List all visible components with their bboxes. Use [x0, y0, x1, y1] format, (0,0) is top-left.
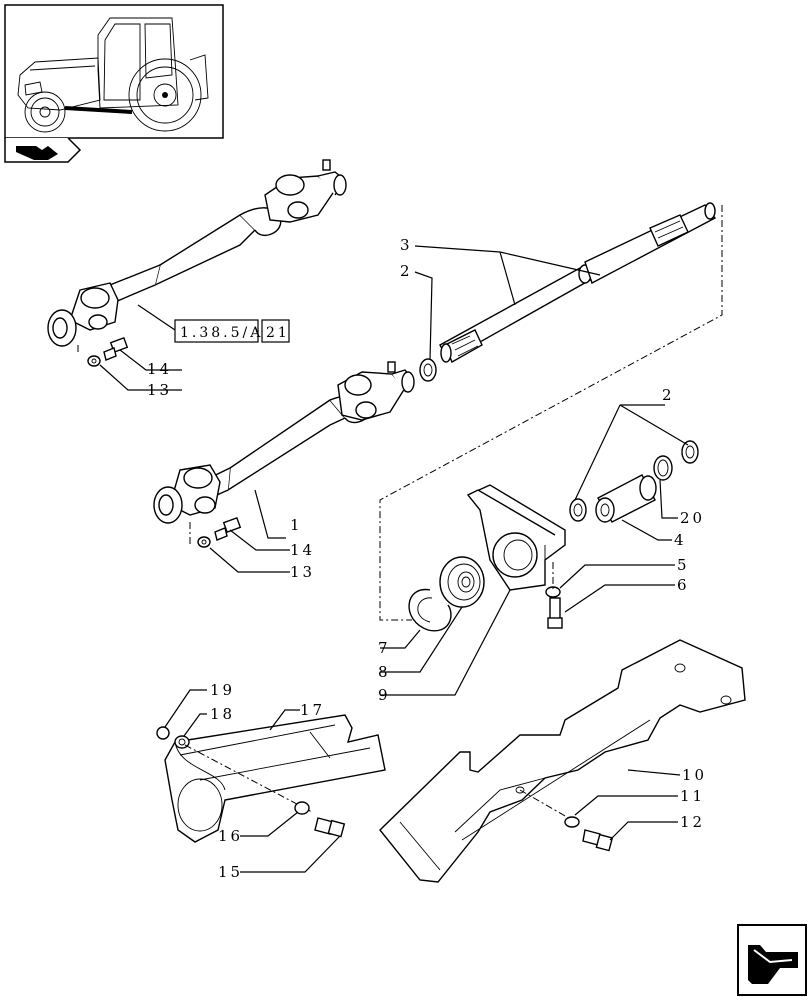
washer-13-lower[interactable] — [197, 536, 211, 548]
callout-10: 10 — [682, 766, 707, 784]
bolt-15[interactable] — [314, 817, 346, 838]
washer-11[interactable] — [564, 816, 580, 828]
circlip-2-end[interactable] — [681, 440, 699, 464]
shaft-guard-17[interactable] — [164, 714, 386, 843]
washer-16[interactable] — [294, 801, 310, 815]
section-arrow-icon[interactable] — [4, 137, 82, 163]
callout-14-lower: 14 — [290, 541, 315, 559]
callout-19: 19 — [210, 681, 235, 699]
bolt-14-upper[interactable] — [103, 337, 129, 361]
callout-11: 11 — [680, 787, 705, 805]
callout-6: 6 — [677, 576, 690, 594]
support-bracket-9[interactable] — [466, 484, 566, 591]
reference-section: 1.38.5/A — [180, 325, 263, 341]
reference-page: 21 — [266, 325, 290, 341]
callout-18: 18 — [210, 705, 235, 723]
callout-16: 16 — [218, 827, 243, 845]
callout-7: 7 — [378, 639, 391, 657]
bolt-14-lower[interactable] — [214, 517, 242, 541]
nut-19[interactable] — [156, 726, 170, 740]
circlip-7[interactable] — [408, 588, 452, 632]
ring-20[interactable] — [653, 455, 673, 481]
callout-13-upper: 13 — [147, 381, 172, 399]
bolt-6[interactable] — [547, 597, 563, 629]
tractor-thumbnail-icon[interactable] — [4, 4, 224, 139]
circlip-2-shaft[interactable] — [419, 358, 437, 382]
callout-12: 12 — [680, 813, 705, 831]
upper-drive-shaft[interactable] — [47, 159, 347, 347]
callout-4: 4 — [674, 531, 687, 549]
callout-2-bracket: 2 — [662, 386, 675, 404]
callout-2-shaft: 2 — [400, 262, 413, 280]
next-page-arrow-icon[interactable] — [737, 924, 807, 996]
ball-bearing-8[interactable] — [439, 556, 485, 608]
callout-15: 15 — [218, 863, 243, 881]
callout-8: 8 — [378, 663, 391, 681]
spline-sleeve-4[interactable] — [595, 474, 657, 523]
circlip-2-bracket[interactable] — [569, 498, 587, 522]
callout-9: 9 — [378, 686, 391, 704]
callout-3: 3 — [400, 236, 413, 254]
callout-14-upper: 14 — [147, 360, 172, 378]
spline-shaft-3[interactable] — [439, 202, 717, 364]
bolt-12[interactable] — [582, 829, 614, 852]
callout-5: 5 — [677, 556, 690, 574]
lower-drive-shaft-1[interactable] — [153, 361, 415, 524]
callout-13-lower: 13 — [290, 563, 315, 581]
callout-17: 17 — [300, 701, 325, 719]
section-reference[interactable]: 1.38.5/A 21 — [174, 319, 290, 343]
callout-20: 20 — [680, 509, 705, 527]
callout-1: 1 — [290, 516, 303, 534]
shaft-guard-10[interactable] — [379, 639, 746, 883]
washer-13-upper[interactable] — [87, 355, 101, 367]
